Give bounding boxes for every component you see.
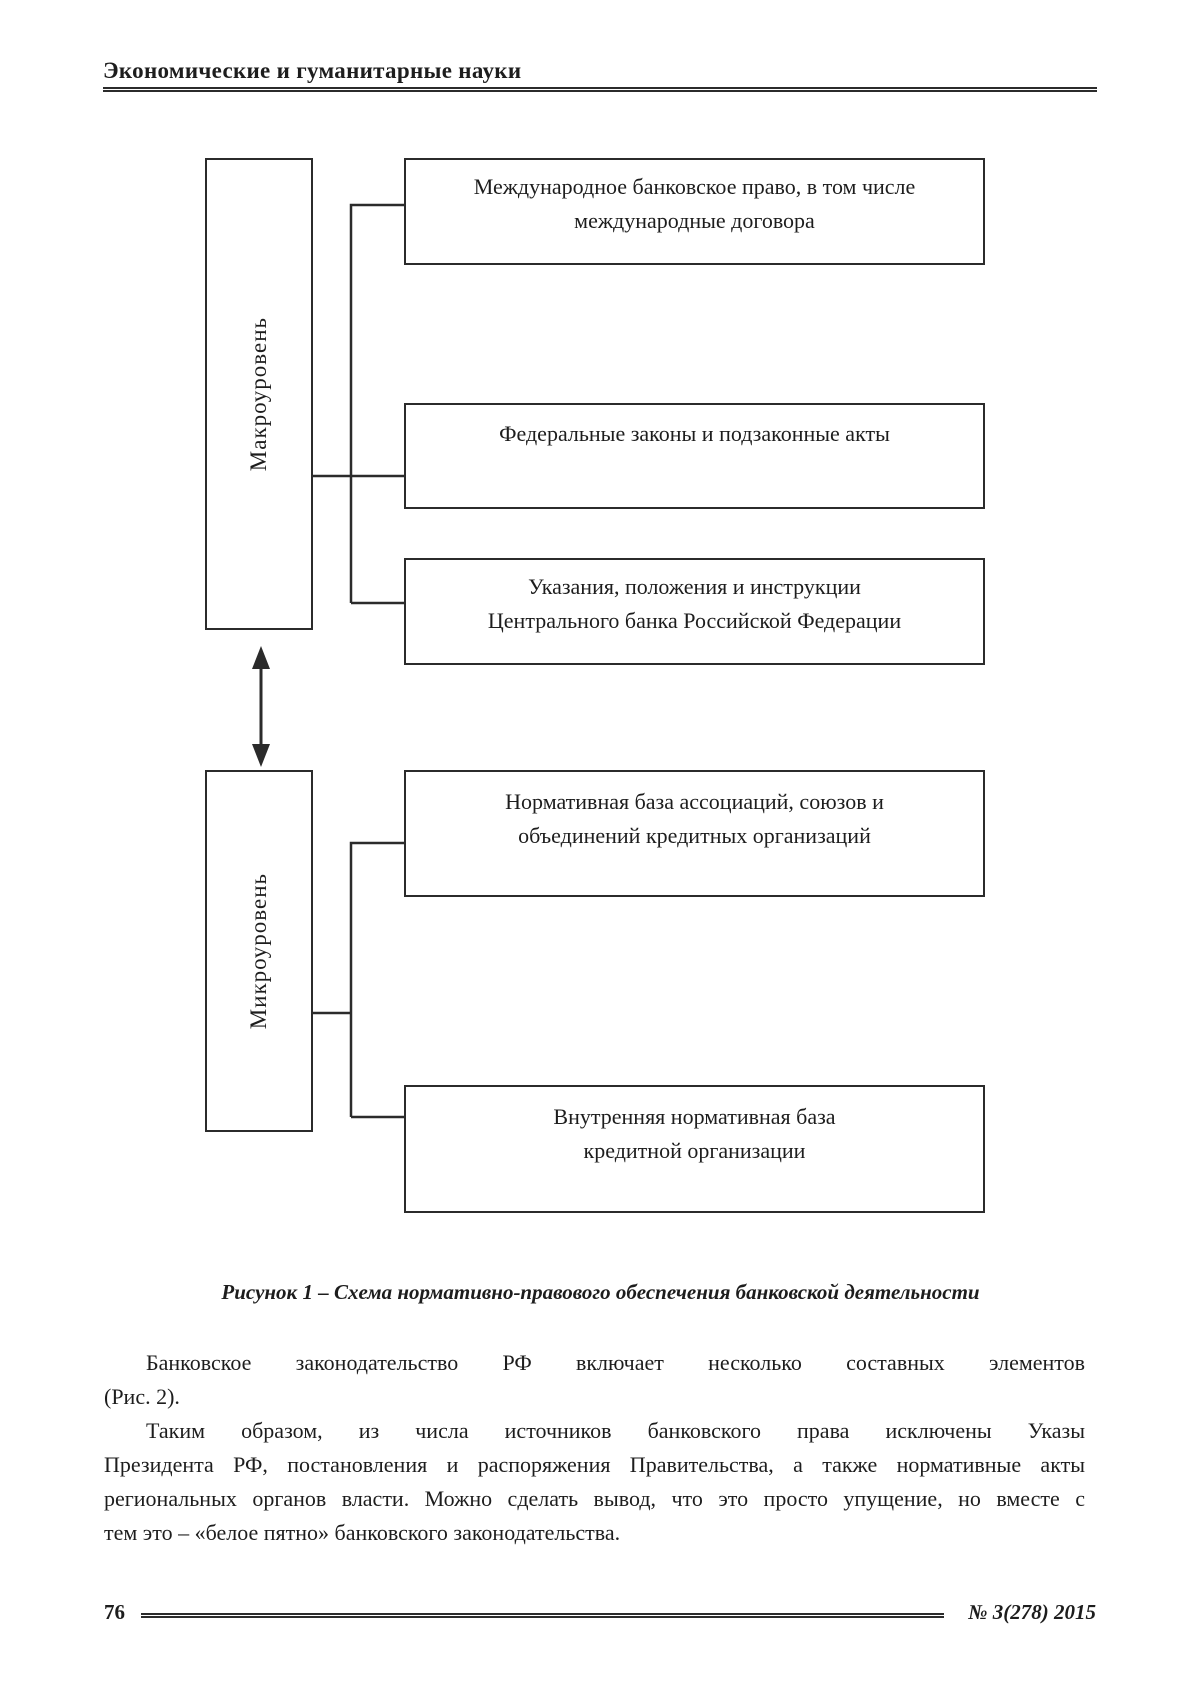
connector-lines [313,203,404,1119]
box-text-line: объединений кредитных организаций [518,823,871,848]
level-box-micro: Микроуровень [205,770,313,1132]
micro-trunk-line [349,841,404,1117]
level-box-macro: Макроуровень [205,158,313,630]
diagram-box-international-law: Международное банковское право, в том чи… [404,158,985,265]
body-line: Таким образом, из числа источников банко… [146,1418,1085,1443]
box-text-line: Центрального банка Российской Федерации [487,608,902,633]
page-number: 76 [104,1600,125,1624]
box-text-line: Указания, положения и инструкции [528,574,861,599]
box-text-line: Внутренняя нормативная база [553,1104,836,1129]
issue-number: № 3(278) 2015 [968,1600,1096,1624]
diagram-box-federal-laws: Федеральные законы и подзаконные акты [404,403,985,509]
body-line: (Рис. 2). [104,1384,180,1409]
level-label-macro: Макроуровень [246,316,271,472]
box-text-line: Международное банковское право, в том чи… [473,174,916,199]
body-line: тем это – «белое пятно» банковского зако… [104,1520,621,1545]
body-line: Президента РФ, постановления и распоряже… [104,1452,1085,1477]
box-text-line: международные договора [574,208,815,233]
page-footer: 76 № 3(278) 2015 [104,1600,1096,1625]
figure-caption: Рисунок 1 – Схема нормативно-правового о… [221,1280,980,1304]
box-text-line: Нормативная база ассоциаций, союзов и [505,789,884,814]
box-text-line: Федеральные законы и подзаконные акты [499,421,890,446]
macro-trunk-line [349,203,404,603]
footer-rule [141,1613,945,1618]
diagram-box-central-bank-acts: Указания, положения и инструкции Централ… [404,558,985,665]
page-header: Экономические и гуманитарные науки [103,58,1097,92]
box-text-line: кредитной организации [583,1138,806,1163]
body-line: Банковское законодательство РФ включает … [146,1350,1085,1375]
vertical-double-arrow-icon [252,646,270,767]
article-body: Банковское законодательство РФ включает … [104,1346,1085,1550]
body-line: региональных органов власти. Можно сдела… [104,1486,1085,1511]
journal-title: Экономические и гуманитарные науки [103,58,522,83]
diagram-box-internal-base: Внутренняя нормативная база кредитной ор… [404,1085,985,1213]
diagram-box-associations-base: Нормативная база ассоциаций, союзов и об… [404,770,985,897]
level-label-micro: Микроуровень [246,872,271,1030]
